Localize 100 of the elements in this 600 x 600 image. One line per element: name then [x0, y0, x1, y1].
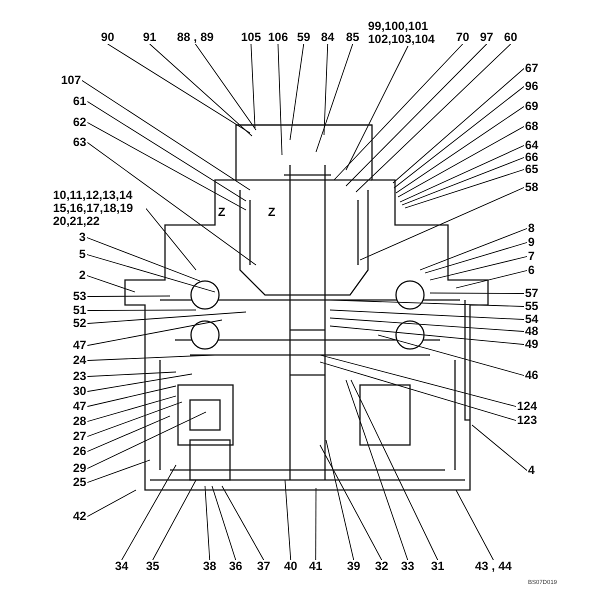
callout-number: 6	[527, 264, 536, 277]
callout-number: 123	[516, 414, 538, 427]
leader-line	[320, 362, 516, 421]
leader-line	[152, 480, 196, 560]
leader-line	[86, 275, 136, 292]
leader-line	[420, 228, 528, 270]
leader-line	[222, 486, 264, 560]
leader-line	[346, 380, 408, 560]
callout-number: 28	[72, 415, 88, 428]
leader-line	[330, 326, 524, 345]
callout-number: 24	[72, 354, 88, 367]
callout-number: 54	[524, 313, 540, 326]
callout-number: 70	[455, 31, 470, 44]
callout-number: 62	[72, 116, 88, 129]
callout-number: 66	[524, 151, 540, 164]
callout-number: 85	[345, 31, 360, 44]
leader-line	[212, 486, 236, 560]
callout-number: 38	[202, 560, 218, 573]
callout-number: 3	[78, 231, 87, 244]
leader-line	[315, 488, 316, 560]
callout-number: 48	[524, 325, 540, 338]
callout-number: 57	[524, 287, 540, 300]
leader-line	[398, 126, 524, 198]
leader-line	[278, 44, 282, 156]
callout-number: 106	[267, 31, 290, 44]
callout-number: 33	[400, 560, 416, 573]
callout-number: 26	[72, 445, 88, 458]
leader-line	[284, 480, 292, 560]
leader-line	[320, 354, 516, 407]
callout-number: 96	[524, 80, 540, 93]
leader-line	[360, 187, 524, 260]
leader-line	[424, 242, 528, 274]
callout-number: 90	[100, 31, 116, 44]
callout-number: 46	[524, 369, 540, 382]
leader-line	[86, 374, 192, 392]
section-mark: Z	[218, 205, 226, 219]
callout-number: 42	[72, 510, 88, 523]
callout-number: 25	[72, 476, 88, 489]
leader-line	[346, 44, 488, 186]
leader-line	[316, 44, 354, 152]
callout-number: 23	[72, 370, 88, 383]
callout-number: 65	[524, 163, 540, 176]
callout-number: 107	[60, 74, 82, 87]
callout-number: 41	[308, 560, 324, 573]
callout-number: 58	[524, 181, 540, 194]
callout-number: 10,11,12,13,14 15,16,17,18,19 20,21,22	[52, 189, 146, 228]
callout-number: 2	[78, 269, 87, 282]
callout-number: 37	[256, 560, 272, 573]
callout-number: 105	[240, 31, 262, 44]
callout-number: 39	[346, 560, 362, 573]
leader-line	[430, 256, 528, 280]
callout-number: 5	[78, 248, 87, 261]
callout-number: 7	[527, 250, 536, 263]
leader-line	[456, 490, 494, 560]
leader-line	[320, 444, 382, 560]
leader-line	[86, 354, 216, 361]
leader-line	[146, 208, 196, 270]
leader-line	[86, 320, 222, 346]
leader-line	[334, 44, 464, 180]
leader-line	[86, 460, 150, 483]
callout-number: 32	[374, 560, 390, 573]
leader-line	[356, 44, 512, 192]
callout-number: 91	[142, 31, 158, 44]
callout-number: 4	[527, 464, 536, 477]
leader-line	[400, 145, 524, 202]
callout-number: 35	[145, 560, 160, 573]
leader-line	[86, 416, 170, 452]
callout-number: 67	[524, 62, 540, 75]
callout-number: 97	[479, 31, 494, 44]
callout-number: 29	[72, 462, 88, 475]
leader-line	[456, 270, 528, 288]
leader-line	[86, 412, 206, 469]
leader-line	[330, 300, 524, 307]
callout-number: 59	[296, 31, 312, 44]
leader-line	[330, 318, 524, 332]
callout-number: 84	[320, 31, 336, 44]
callout-number: 68	[524, 120, 540, 133]
leader-line	[86, 254, 216, 292]
leader-line	[86, 372, 176, 377]
leader-line	[430, 292, 524, 294]
callout-number: 124	[516, 400, 538, 413]
section-mark: Z	[268, 205, 276, 219]
leader-line	[86, 490, 136, 517]
leader-line	[324, 44, 328, 136]
leader-line	[392, 68, 524, 184]
leader-line	[86, 386, 176, 407]
leader-line	[204, 486, 210, 560]
callout-number: 88 , 89	[176, 31, 215, 44]
callout-number: 47	[72, 339, 88, 352]
leader-line	[121, 464, 176, 560]
leader-line	[194, 44, 256, 130]
leader-line	[330, 310, 524, 320]
callout-number: 53	[72, 290, 88, 303]
leader-line	[86, 101, 246, 202]
leader-line	[86, 122, 246, 210]
callout-number: 43 , 44	[474, 560, 513, 573]
callout-number: 63	[72, 136, 88, 149]
leader-line	[250, 44, 256, 128]
callout-number: 36	[228, 560, 244, 573]
leader-line	[86, 237, 200, 282]
